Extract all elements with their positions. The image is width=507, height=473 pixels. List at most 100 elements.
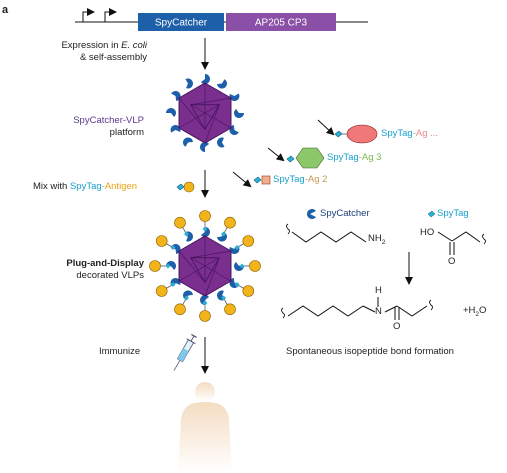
displayed-antigen [155, 235, 168, 247]
spycatcher-knob [234, 262, 244, 271]
capsid-edge [178, 257, 220, 282]
spytag-antigen-icon [176, 181, 195, 193]
mix-antigen: Antigen [104, 181, 138, 192]
spycatcher-knob [200, 295, 209, 305]
squiggle-2 [482, 233, 486, 245]
water-sub: 2 [475, 310, 480, 318]
spycatcher-vlp-particle [166, 74, 244, 152]
spytag-bound [234, 245, 240, 250]
decorated-line2: decorated VLPs [76, 270, 144, 281]
spycatcher-knob [217, 232, 227, 242]
product-chain-right [396, 305, 428, 317]
displayed-antigen [199, 210, 211, 222]
arrow-antigen-1 [317, 119, 335, 136]
antigen-square-icon [253, 175, 271, 185]
antigen-1-sep: - [412, 128, 416, 139]
antigen-3-tag: SpyTag [273, 174, 305, 185]
syringe-icon [173, 333, 197, 371]
amide-o-label: O [393, 321, 401, 332]
arrow-antigen-2 [267, 147, 285, 162]
spycatcher-knob [200, 142, 209, 152]
expression-organism: E. coli [121, 40, 147, 51]
displayed-antigen [242, 235, 255, 247]
antigen-2-label: SpyTag-Ag 3 [327, 152, 381, 164]
antigen-3-sep: - [304, 174, 308, 185]
spytag-bound [184, 231, 189, 237]
spycatcher-knob [171, 91, 181, 101]
platform-part2: VLP [126, 115, 144, 126]
capsid-edge [190, 104, 232, 129]
displayed-antigen [174, 216, 186, 229]
spycatcher-knob [229, 125, 239, 135]
spycatcher-knob [217, 137, 225, 148]
decorated-vlp-particle [149, 210, 261, 322]
antigen-3-label: SpyTag-Ag 2 [273, 174, 327, 186]
antigen-1-label: SpyTag-Ag ... [381, 128, 438, 140]
spytag-bound [170, 245, 176, 250]
amide-n-label: N [375, 306, 382, 317]
antigen-2-tag: SpyTag [327, 152, 359, 163]
acid-label: HO [420, 227, 435, 238]
displayed-antigen [224, 216, 236, 229]
capsid-edge [190, 97, 232, 106]
spytag-bound [202, 300, 208, 306]
chem-spycatcher-label: SpyCatcher [320, 208, 370, 219]
spycatcher-pacman-icon [307, 209, 316, 220]
figure-label: a [2, 4, 9, 16]
water-label: +H2O [463, 305, 486, 321]
aspartate-chain [451, 231, 481, 243]
spycatcher-domain-box [138, 13, 224, 31]
displayed-antigen [155, 285, 168, 297]
reaction-caption: Spontaneous isopeptide bond formation [286, 346, 454, 357]
mix-label: Mix with SpyTag-Antigen [33, 181, 137, 193]
spycatcher-knob [183, 137, 193, 147]
spycatcher-domain-label: SpyCatcher [155, 18, 208, 29]
expression-line2: & self-assembly [79, 52, 147, 63]
spycatcher-knob [217, 79, 227, 89]
human-silhouette-icon [178, 382, 232, 473]
arrow-antigen-3 [232, 171, 252, 188]
platform-part1: SpyCatcher- [73, 115, 127, 126]
platform-line2: platform [109, 127, 144, 138]
antigen-2-sep: - [358, 152, 362, 163]
water-suffix: O [479, 305, 487, 316]
expression-prefix: Expression in [61, 40, 122, 51]
displayed-antigen [199, 310, 211, 322]
water-prefix: +H [463, 305, 476, 316]
product-chain-left [287, 305, 364, 317]
spytag-diamond-icon [427, 210, 436, 218]
spycatcher-knob [201, 227, 210, 237]
promoter-2-icon [104, 8, 117, 22]
carbonyl-o-label: O [448, 256, 456, 267]
promoter-1-icon [82, 8, 95, 22]
capsid-edge [190, 250, 232, 259]
spycatcher-knob [185, 78, 193, 89]
spytag-bound [184, 295, 189, 301]
decorated-bold: Plug-and-Display [66, 258, 144, 269]
spycatcher-knob [217, 290, 225, 301]
chem-spytag-label: SpyTag [437, 208, 469, 219]
spycatcher-knob [201, 74, 210, 84]
spytag-bound [221, 231, 226, 237]
spytag-bound [234, 282, 240, 287]
amine-sub: 2 [381, 238, 386, 246]
spycatcher-knob [183, 290, 193, 300]
spytag-bound [165, 263, 171, 269]
capsid-edge [178, 97, 206, 130]
mix-tag: SpyTag [69, 181, 102, 192]
immunize-label: Immunize [99, 346, 141, 357]
squiggle-3 [281, 307, 285, 319]
capsid-edge [204, 257, 220, 297]
spytag-bound [202, 226, 208, 232]
spycatcher-knob [229, 93, 240, 101]
spytag-bound [170, 282, 176, 287]
displayed-antigen [242, 285, 255, 297]
spycatcher-knob [166, 261, 176, 270]
capsid-edge [178, 250, 206, 283]
amide-h-label: H [375, 285, 382, 296]
spycatcher-knob [170, 125, 181, 133]
ap205-domain-label: AP205 CP3 [255, 18, 308, 29]
lysine-chain [291, 231, 367, 243]
mix-prefix: Mix with [33, 181, 70, 192]
